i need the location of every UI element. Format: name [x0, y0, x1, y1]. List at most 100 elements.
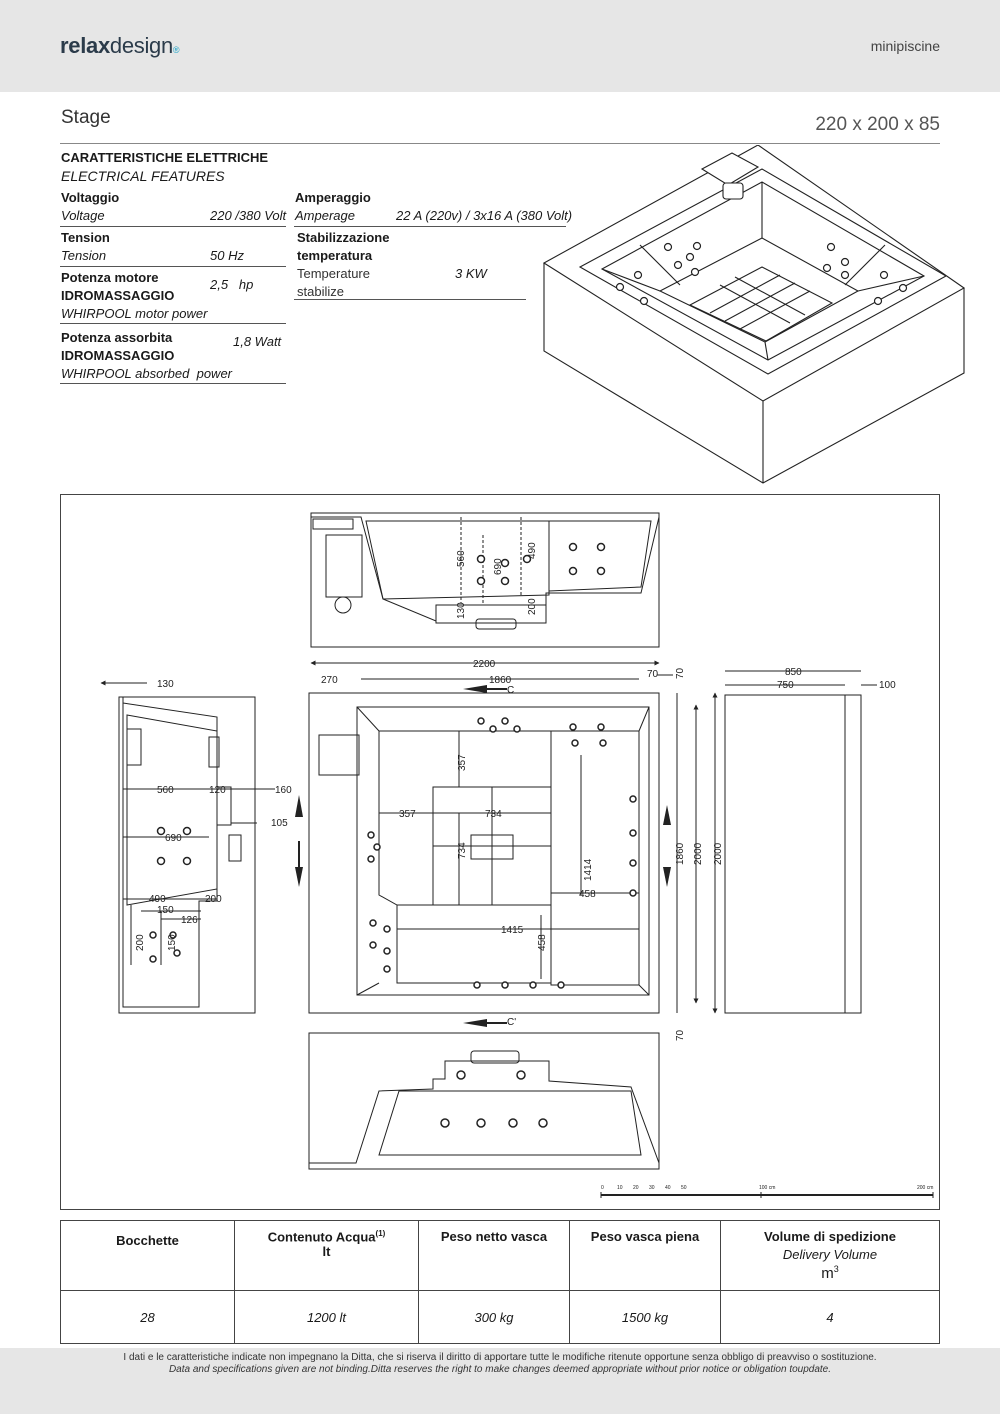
dim-357-vertical: 357 — [457, 754, 468, 771]
divider — [60, 266, 286, 267]
voltage-label: Voltaggio — [61, 190, 120, 205]
header-contenuto-acqua: Contenuto Acqua(1)lt — [234, 1220, 419, 1291]
page-footer: I dati e le caratteristiche indicate non… — [0, 1348, 1000, 1414]
disclaimer-it: I dati e le caratteristiche indicate non… — [123, 1352, 877, 1363]
spec-table: Bocchette Contenuto Acqua(1)lt Peso nett… — [60, 1220, 940, 1344]
dim-70-vertical: 70 — [675, 667, 686, 679]
dim-734-horizontal: 734 — [485, 809, 502, 820]
header-peso-netto: Peso netto vasca — [418, 1220, 570, 1291]
scale-0: 0 — [601, 1185, 604, 1191]
amperage-label: Amperaggio — [295, 190, 371, 205]
dim-490-top: 490 — [527, 542, 538, 559]
scale-40: 40 — [665, 1185, 671, 1191]
stabilization-label-en-2: stabilize — [297, 284, 344, 299]
dim-690-top: 690 — [493, 558, 504, 575]
motor-label-2: IDROMASSAGGIO — [61, 288, 175, 303]
dim-70-horizontal: 70 — [647, 669, 659, 680]
value-bocchette: 28 — [60, 1290, 235, 1344]
dim-130-left: 130 — [157, 679, 174, 690]
scale-50: 50 — [681, 1185, 687, 1191]
features-heading-en: ELECTRICAL FEATURES — [61, 168, 225, 184]
header-peso-piena: Peso vasca piena — [569, 1220, 721, 1291]
dim-850: 850 — [785, 667, 802, 678]
features-heading: CARATTERISTICHE ELETTRICHE — [61, 150, 269, 165]
dim-750: 750 — [777, 680, 794, 691]
dim-130-top: 130 — [456, 602, 467, 619]
section-c: C — [507, 685, 514, 696]
dim-150-left-a: 150 — [157, 905, 174, 916]
scale-30: 30 — [649, 1185, 655, 1191]
stabilization-label-2: temperatura — [297, 248, 373, 263]
dim-560-top: 560 — [456, 550, 467, 567]
value-contenuto-acqua: 1200 lt — [234, 1290, 419, 1344]
dim-105-left: 105 — [271, 818, 288, 829]
amperage-value: 22 A (220v) / 3x16 A (380 Volt) — [396, 208, 573, 223]
page-header: relaxdesign® minipiscine — [0, 0, 1000, 92]
dim-200-left-a: 200 — [205, 894, 222, 905]
dim-1860: 1860 — [489, 675, 512, 686]
motor-label-en: WHIRPOOL motor power — [61, 306, 208, 321]
dim-270: 270 — [321, 675, 338, 686]
scale-100: 100 cm — [759, 1185, 775, 1191]
dim-160-left: 160 — [275, 785, 292, 796]
dim-690-left: 690 — [165, 833, 182, 844]
divider — [60, 323, 286, 324]
value-peso-netto: 300 kg — [418, 1290, 570, 1344]
dim-734-vertical: 734 — [457, 842, 468, 859]
dim-2200: 2200 — [473, 659, 496, 670]
dim-2000-vertical-a: 2000 — [693, 842, 704, 865]
dim-560-left: 560 — [157, 785, 174, 796]
tension-value: 50 Hz — [210, 248, 244, 263]
section-label: minipiscine — [870, 38, 940, 54]
disclaimer-en: Data and specifications given are not bi… — [168, 1364, 832, 1375]
dim-120-left: 120 — [209, 785, 226, 796]
section-c-prime: C' — [507, 1017, 516, 1028]
motor-value: 2,5 hp — [210, 277, 254, 292]
scale-10: 10 — [617, 1185, 623, 1191]
dim-150-left-b: 150 — [167, 934, 178, 951]
scale-20: 20 — [633, 1185, 639, 1191]
absorbed-label-2: IDROMASSAGGIO — [61, 348, 175, 363]
divider — [60, 383, 286, 384]
dim-70-vertical-bottom: 70 — [675, 1029, 686, 1041]
scale-200: 200 cm — [917, 1185, 933, 1191]
stabilization-label-en: Temperature — [297, 266, 370, 281]
scale-bar: 0 10 20 30 40 50 100 cm 200 cm — [600, 1185, 934, 1198]
amperage-label-en: Amperage — [295, 208, 355, 223]
tension-label: Tension — [61, 230, 110, 245]
absorbed-value: 1,8 Watt — [233, 334, 282, 349]
dim-100: 100 — [879, 680, 896, 691]
technical-drawing: 560 690 490 130 200 2200 1860 270 70 70 … — [100, 512, 934, 1198]
absorbed-label-en: WHIRPOOL absorbed power — [61, 366, 232, 381]
absorbed-label: Potenza assorbita — [61, 330, 173, 345]
product-size: 220 x 200 x 85 — [815, 114, 940, 135]
dim-1414: 1414 — [583, 858, 594, 881]
tension-label-en: Tension — [61, 248, 107, 263]
dim-357-horizontal: 357 — [399, 809, 416, 820]
divider — [60, 226, 286, 227]
product-name: Stage — [61, 107, 111, 128]
technical-drawing-frame: 560 690 490 130 200 2200 1860 270 70 70 … — [60, 494, 940, 1210]
motor-label: Potenza motore — [61, 270, 159, 285]
voltage-value: 220 /380 Volt — [210, 208, 287, 223]
dim-200-left-b: 200 — [135, 934, 146, 951]
dim-458-vertical: 458 — [537, 934, 548, 951]
dim-200-top: 200 — [527, 598, 538, 615]
voltage-label-en: Voltage — [61, 208, 105, 223]
dim-490-left: 490 — [149, 894, 166, 905]
dim-1860-vertical: 1860 — [675, 842, 686, 865]
brand-logo: relaxdesign® — [60, 33, 180, 58]
dim-126-left: 126 — [181, 915, 198, 926]
value-volume-spedizione: 4 — [720, 1290, 940, 1344]
dim-458-horizontal: 458 — [579, 889, 596, 900]
divider — [294, 226, 566, 227]
stabilization-value: 3 KW — [455, 266, 487, 281]
dim-2000-vertical-b: 2000 — [713, 842, 724, 865]
divider — [294, 299, 526, 300]
stabilization-label: Stabilizzazione — [297, 230, 390, 245]
value-peso-piena: 1500 kg — [569, 1290, 721, 1344]
header-bocchette: Bocchette — [60, 1220, 235, 1291]
dim-1415: 1415 — [501, 925, 524, 936]
title-divider — [60, 143, 940, 144]
